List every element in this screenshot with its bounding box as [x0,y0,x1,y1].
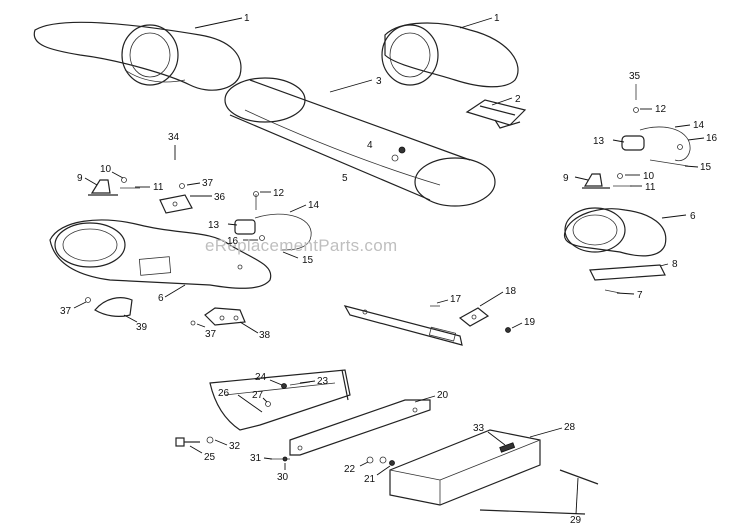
rod-29 [479,469,599,515]
plate-8 [589,264,666,281]
callout-34: 34 [168,132,180,143]
callout-18: 18 [505,286,517,297]
lower-bracket-23 [209,369,351,431]
callout-17: 17 [450,294,462,305]
callout-12-right: 12 [655,104,667,115]
callout-2: 2 [515,94,521,105]
callout-23: 23 [317,376,329,387]
callout-28: 28 [564,422,576,433]
callout-15-right: 15 [700,162,712,173]
lower-chute-right [563,207,667,257]
callout-11-right: 11 [645,182,656,193]
callout-22: 22 [344,464,356,475]
callout-9-left: 9 [77,173,83,184]
switch-13-right [621,135,645,151]
callout-3: 3 [376,76,382,87]
lower-chute-left [49,219,272,289]
callout-6-left: 6 [158,293,164,304]
callout-10-left: 10 [100,164,112,175]
callout-19: 19 [524,317,536,328]
callout-4: 4 [367,140,373,151]
bracket-18 [458,307,490,327]
callout-13-right: 13 [593,136,605,147]
callout-15-left: 15 [302,255,314,266]
handle-bracket [465,99,527,129]
housing-28 [389,429,541,506]
chute-hood-right [381,22,519,88]
mounting-rail [343,305,463,346]
callout-38: 38 [259,330,271,341]
switch-13-left [234,219,256,235]
plate-36 [159,194,193,214]
callout-16-right: 16 [706,133,718,144]
chute-hood-left [33,21,242,91]
callout-29: 29 [570,515,582,525]
callout-21: 21 [364,474,376,485]
chute-tube [224,77,496,207]
callout-32: 32 [229,441,241,452]
callout-25: 25 [204,452,216,463]
callout-27: 27 [252,390,264,401]
callout-1-left: 1 [244,13,250,24]
callout-14-right: 14 [693,120,705,131]
callout-26: 26 [218,388,230,399]
callout-12-left: 12 [273,188,285,199]
callout-37-top: 37 [202,178,214,189]
callout-13-left: 13 [208,220,220,231]
callout-37-bottom: 37 [205,329,217,340]
clamp-9-right [582,173,610,189]
clamp-9-left [88,179,118,196]
callout-10-right: 10 [643,171,655,182]
callout-39: 39 [136,322,148,333]
hinge-38 [204,307,246,326]
callout-35: 35 [629,71,641,82]
callout-6-right: 6 [690,211,696,222]
callout-14-left: 14 [308,200,320,211]
callout-36: 36 [214,192,226,203]
callout-16-left: 16 [227,236,239,247]
callout-9-right: 9 [563,173,569,184]
callout-8: 8 [672,259,678,270]
callout-7: 7 [637,290,643,301]
callout-24: 24 [255,372,267,383]
callout-30: 30 [277,472,289,483]
callout-1-right: 1 [494,13,500,24]
callout-20: 20 [437,390,449,401]
callout-11-left: 11 [153,182,164,193]
callout-31: 31 [250,453,262,464]
watermark: eReplacementParts.com [205,236,397,255]
callout-5: 5 [342,173,348,184]
callout-33: 33 [473,423,485,434]
callout-37-left: 37 [60,306,72,317]
side-rail-20 [289,399,431,456]
deflector-39 [94,297,133,317]
bolt-25 [175,437,200,447]
